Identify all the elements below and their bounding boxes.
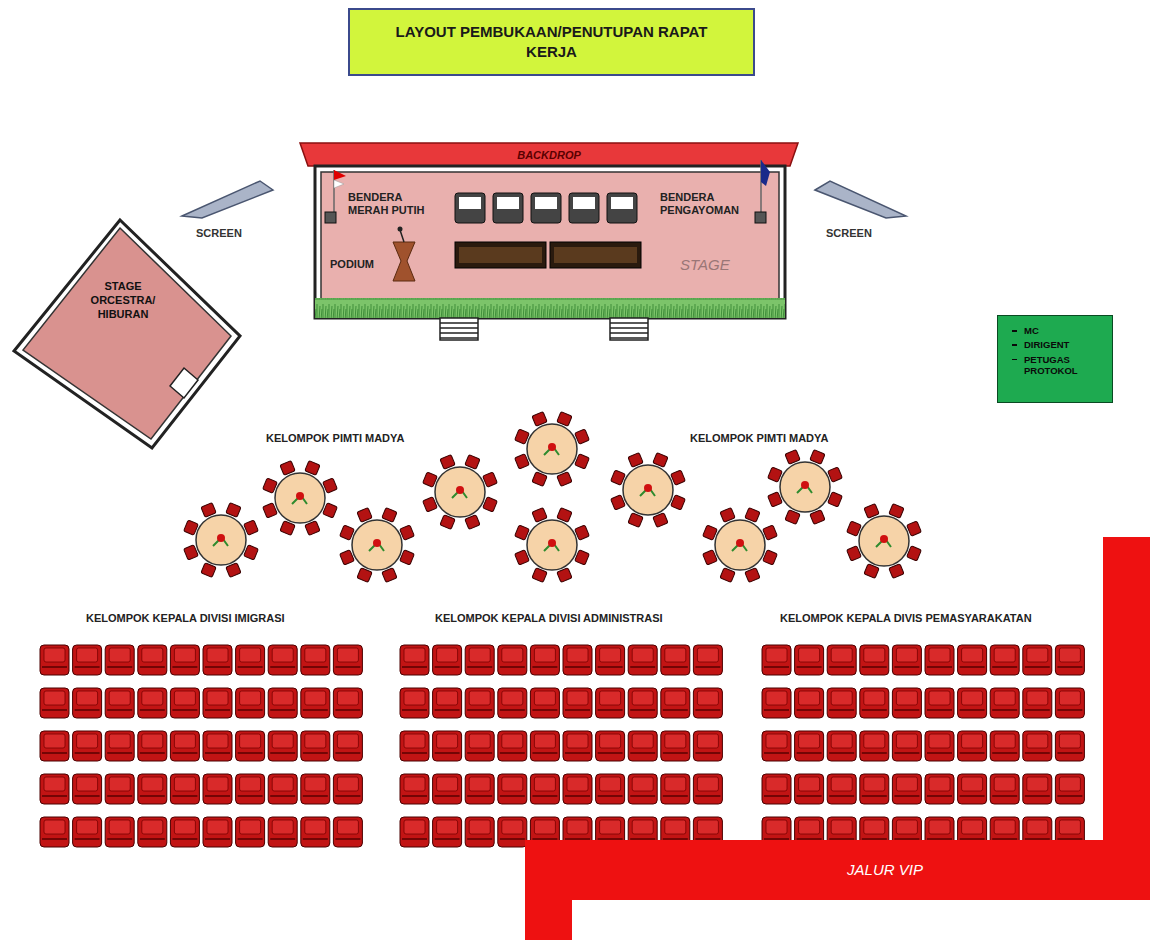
node-text: DIRIGENT	[1010, 339, 1106, 350]
list-bullet	[1012, 344, 1017, 346]
orchestra-stage: STAGE ORCESTRA/ HIBURAN	[12, 218, 252, 450]
stage-floor	[315, 166, 785, 318]
backdrop-band: BACKDROP	[300, 143, 798, 166]
group-label: KELOMPOK KEPALA DIVIS PEMASYARAKATAN	[780, 612, 1032, 625]
flag-label: BENDERA MERAH PUTIH	[348, 191, 434, 217]
group-label: KELOMPOK PIMTI MADYA	[266, 432, 404, 445]
podium-symbol	[393, 227, 415, 282]
stage-surface	[321, 172, 779, 300]
screen-right	[815, 181, 906, 218]
node-text: MC	[1010, 325, 1106, 336]
group-label: KELOMPOK PIMTI MADYA	[690, 432, 828, 445]
node-text: BACKDROP	[517, 149, 581, 161]
audience-seats	[40, 645, 1084, 847]
list-bullet	[1012, 330, 1017, 332]
stage-tables	[455, 242, 641, 268]
flag-merah-putih	[325, 170, 346, 223]
screen-left	[182, 181, 273, 218]
node-text: JALUR VIP	[785, 861, 985, 878]
podium-label: PODIUM	[330, 258, 374, 271]
group-label: KELOMPOK KEPALA DIVISI IMIGRASI	[86, 612, 285, 625]
flag-label: BENDERA PENGAYOMAN	[660, 191, 752, 217]
flag-pengayoman	[755, 160, 770, 223]
screen-label: SCREEN	[196, 227, 242, 240]
group-label: KELOMPOK KEPALA DIVISI ADMINISTRASI	[435, 612, 663, 625]
stage-chairs	[455, 193, 637, 223]
stage-grass	[315, 298, 785, 318]
title-box: LAYOUT PEMBUKAAN/PENUTUPAN RAPAT KERJA	[348, 8, 755, 76]
node-text: STAGE	[680, 256, 730, 273]
officials-box: MC DIRIGENT PETUGAS PROTOKOL	[997, 315, 1113, 403]
stage-box: STAGE	[315, 166, 785, 318]
node-text: STAGE ORCESTRA/ HIBURAN	[80, 280, 166, 321]
screen-label: SCREEN	[826, 227, 872, 240]
backdrop-band	[300, 143, 798, 166]
node-text: PETUGAS PROTOKOL	[1010, 354, 1094, 377]
stage-steps	[440, 318, 648, 340]
title-text: LAYOUT PEMBUKAAN/PENUTUPAN RAPAT KERJA	[387, 22, 717, 63]
round-tables	[184, 412, 922, 583]
vip-lane: JALUR VIP	[525, 537, 1150, 940]
list-bullet	[1012, 359, 1017, 361]
